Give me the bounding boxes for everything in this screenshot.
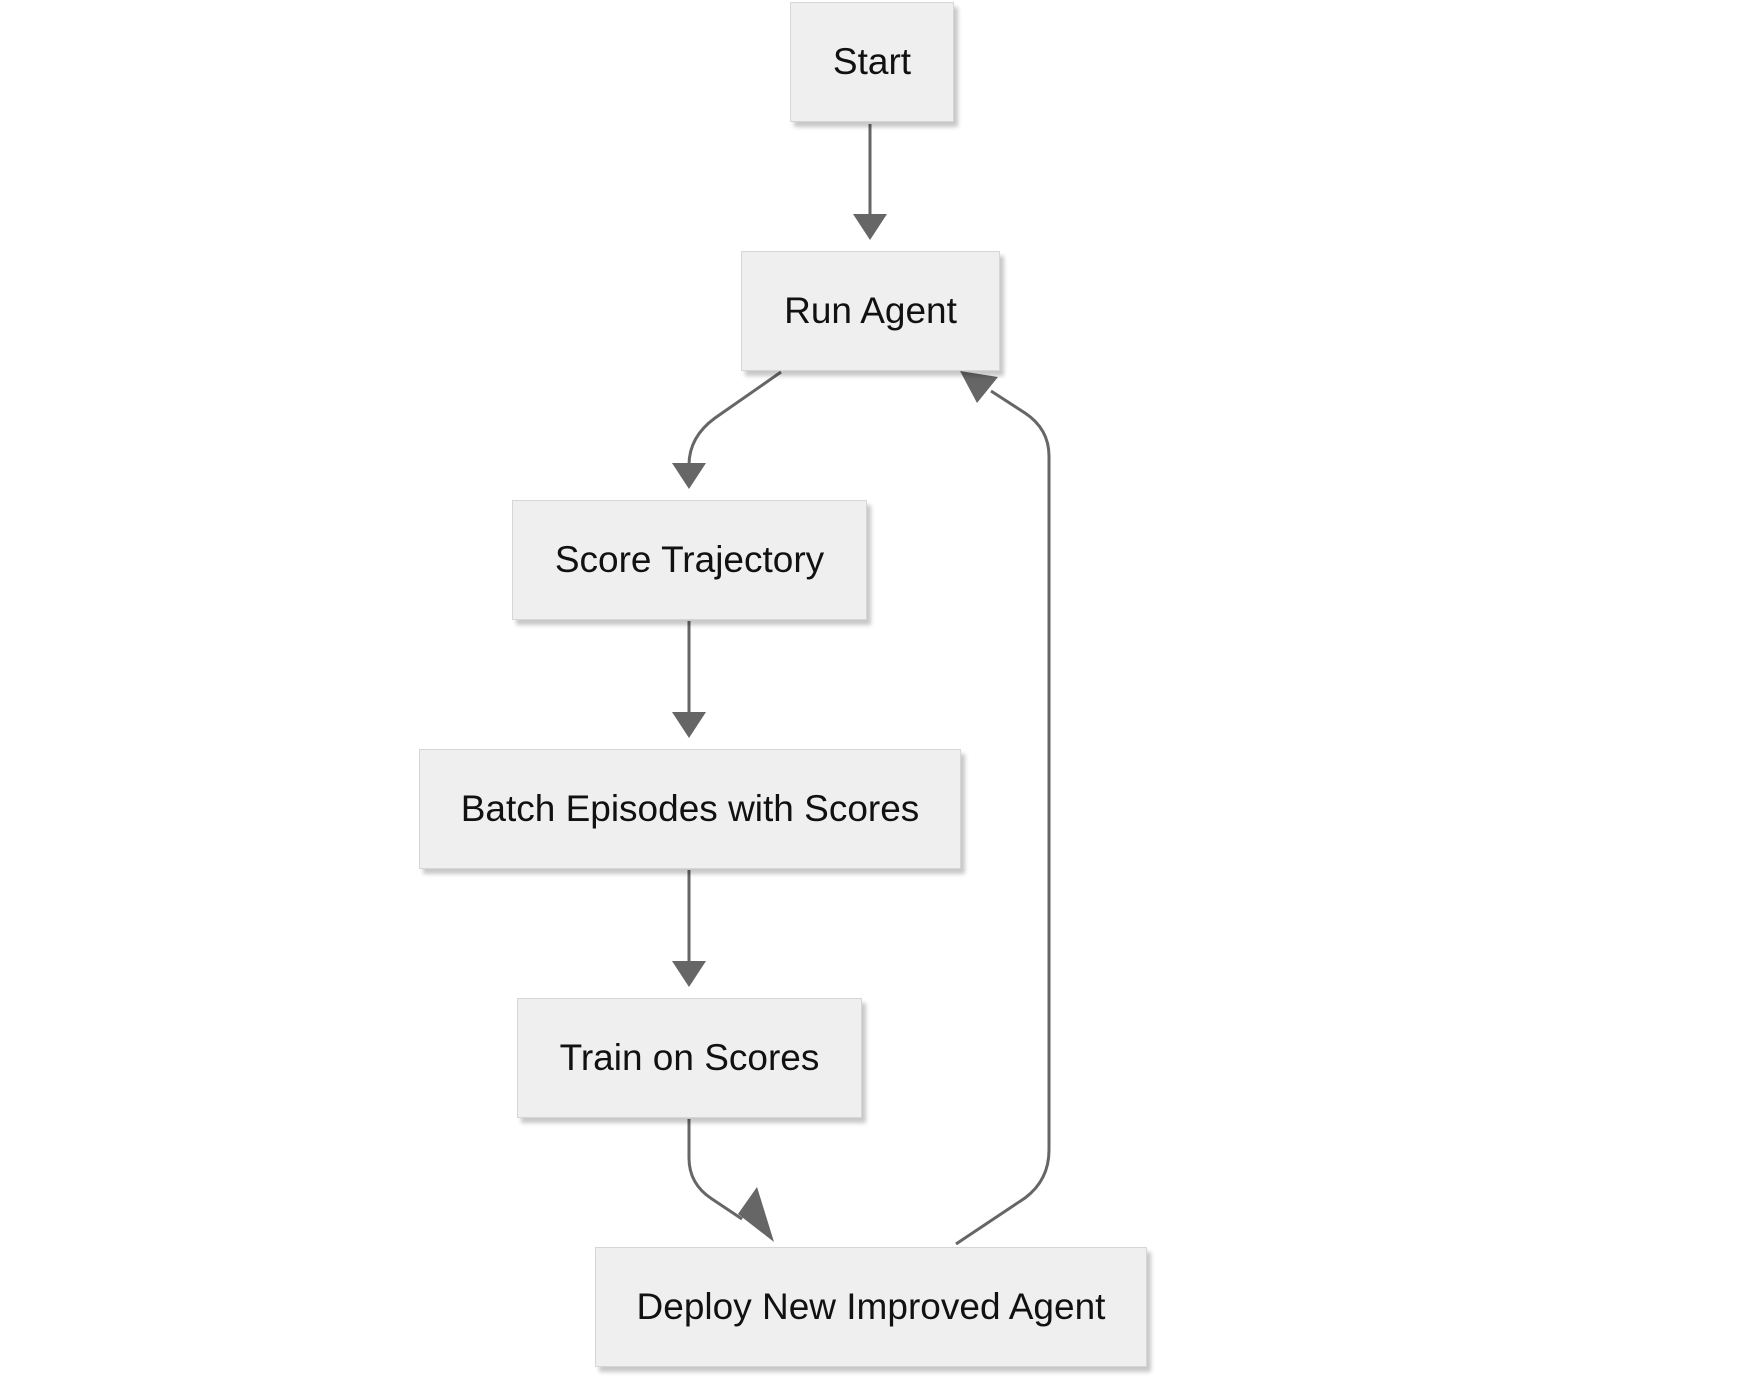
node-run-agent: Run Agent [741, 251, 1000, 371]
node-deploy-agent-label: Deploy New Improved Agent [636, 1286, 1106, 1327]
node-deploy-agent: Deploy New Improved Agent [595, 1247, 1147, 1367]
edge-run-agent-to-score-trajectory [672, 370, 782, 489]
node-train-on-scores: Train on Scores [517, 998, 862, 1118]
node-batch-episodes: Batch Episodes with Scores [419, 749, 961, 869]
node-start-label: Start [832, 41, 912, 82]
edge-score-trajectory-to-batch-episodes [672, 621, 706, 738]
edge-start-to-run-agent [853, 124, 887, 240]
node-run-agent-label: Run Agent [784, 290, 957, 331]
edge-deploy-to-run-agent [955, 371, 1051, 1246]
node-batch-episodes-label: Batch Episodes with Scores [460, 788, 920, 829]
node-score-trajectory: Score Trajectory [512, 500, 867, 620]
edge-train-to-deploy [687, 1119, 774, 1242]
edge-batch-episodes-to-train-on-scores [672, 870, 706, 987]
node-train-on-scores-label: Train on Scores [559, 1037, 820, 1078]
node-score-trajectory-label: Score Trajectory [554, 539, 825, 580]
node-start: Start [790, 2, 954, 122]
